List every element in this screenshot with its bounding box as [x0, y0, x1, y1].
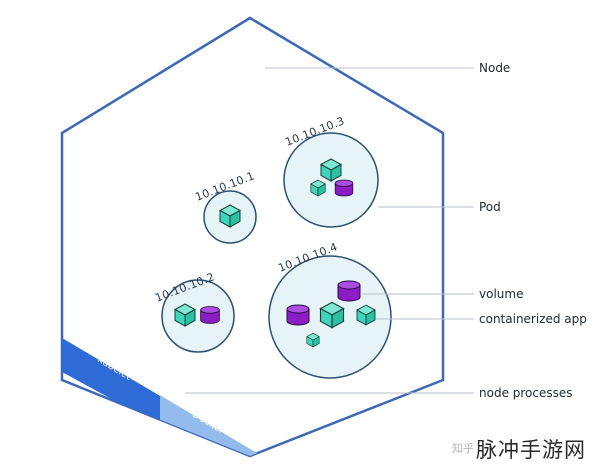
container-icon: [174, 303, 196, 327]
watermark: 脉冲手游网: [476, 438, 586, 462]
volume-icon: [334, 179, 354, 197]
volume-icon: [200, 306, 220, 324]
container-icon: [310, 179, 326, 197]
container-icon: [320, 158, 342, 182]
container-icon: [219, 204, 241, 228]
watermark-faint: 知乎: [452, 442, 474, 455]
volume-label: volume: [479, 287, 523, 301]
docker-strip: [160, 395, 260, 456]
pod-label: Pod: [479, 200, 501, 214]
volume-icon: [337, 280, 361, 302]
container-icon: [306, 332, 320, 348]
node-processes-label: node processes: [479, 386, 573, 400]
container-icon: [319, 301, 345, 329]
container-icon: [356, 304, 376, 326]
containerized-app-label: containerized app: [479, 312, 587, 326]
node-label: Node: [479, 61, 510, 75]
volume-icon: [286, 304, 310, 326]
